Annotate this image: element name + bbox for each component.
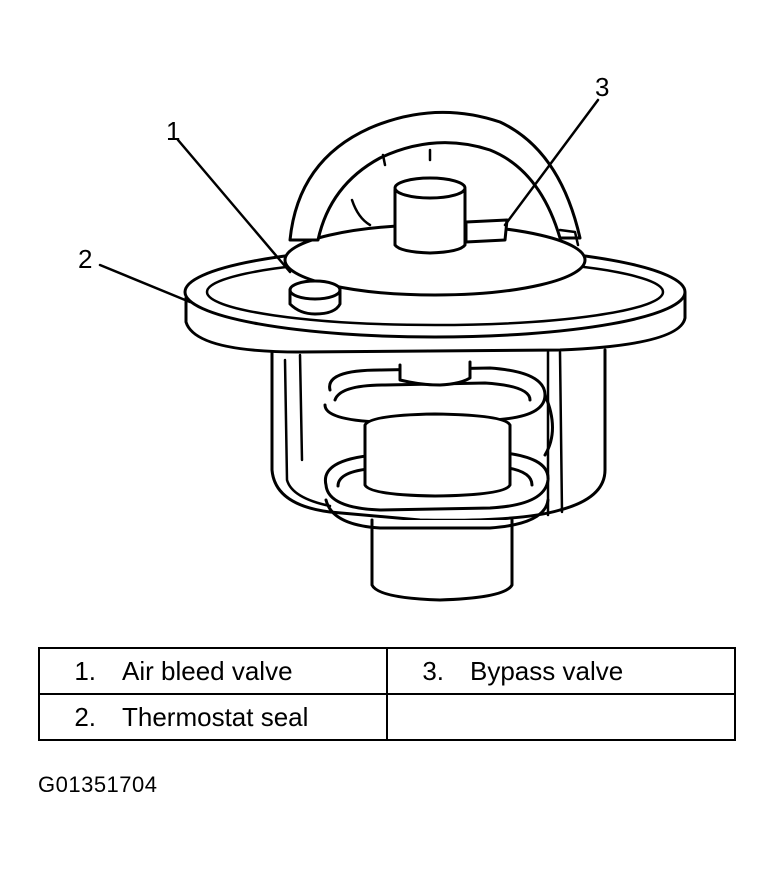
legend-table: 1. Air bleed valve 3. Bypass valve 2. Th… bbox=[38, 647, 736, 741]
callout-2: 2 bbox=[78, 244, 92, 274]
thermostat-valve-pin bbox=[350, 176, 467, 255]
thermostat-bottom-piston bbox=[370, 518, 514, 602]
legend-cell: 3. Bypass valve bbox=[386, 647, 736, 695]
leader-line-3 bbox=[503, 98, 600, 227]
bypass-valve bbox=[464, 218, 509, 244]
leader-line-2 bbox=[98, 263, 192, 304]
thermostat-top-frame bbox=[283, 110, 587, 297]
thermostat-wax-element bbox=[363, 360, 512, 498]
leader-line-1 bbox=[176, 138, 292, 274]
legend-row: 2. Thermostat seal bbox=[38, 693, 736, 741]
thermostat-diagram: 1 2 3 bbox=[78, 72, 687, 602]
legend-number: 1. bbox=[74, 655, 96, 686]
legend-text: Thermostat seal bbox=[122, 701, 309, 732]
legend-text: Bypass valve bbox=[470, 655, 624, 686]
legend-cell: 1. Air bleed valve bbox=[38, 647, 388, 695]
air-bleed-valve bbox=[288, 279, 342, 316]
legend-text: Air bleed valve bbox=[122, 655, 293, 686]
legend-number: 2. bbox=[74, 701, 96, 732]
figure-id: G01351704 bbox=[38, 772, 158, 797]
legend-number: 3. bbox=[422, 655, 444, 686]
legend-cell bbox=[386, 693, 736, 741]
callout-3: 3 bbox=[595, 72, 609, 102]
legend-cell: 2. Thermostat seal bbox=[38, 693, 388, 741]
callout-1: 1 bbox=[166, 116, 180, 146]
legend-row: 1. Air bleed valve 3. Bypass valve bbox=[38, 647, 736, 695]
